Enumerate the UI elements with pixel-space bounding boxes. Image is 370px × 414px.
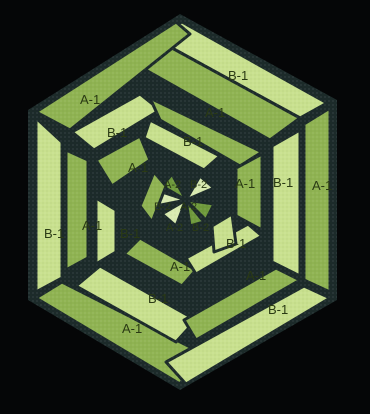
- label-b1-right: B-1: [273, 175, 293, 190]
- label-a1-right: A-1: [312, 178, 332, 193]
- label-b1-left: B-1: [44, 226, 64, 241]
- label-a1-top-left: A-1: [80, 92, 100, 107]
- label-a1-mid-left: A-1: [128, 160, 148, 175]
- label-a1-bottom-right: A-1: [246, 268, 266, 283]
- label-b1-upper-center: B-1: [183, 134, 203, 149]
- label-b1-bottom-right: B-1: [268, 302, 288, 317]
- label-b2-2: B-2: [154, 201, 171, 213]
- label-a1-right-inner: A-1: [235, 176, 255, 191]
- label-a1-left: A-1: [82, 218, 102, 233]
- label-b2-3: B-2: [192, 222, 209, 234]
- label-a2-2: A-2: [180, 201, 197, 213]
- label-b1-bottom-left: B-1: [148, 291, 168, 306]
- label-a1-top-right: A-1: [205, 105, 225, 120]
- label-a1-bottom-left: A-1: [122, 321, 142, 336]
- label-a2-1: A-2: [164, 179, 181, 191]
- label-b1-upper-left: B-1: [107, 125, 127, 140]
- label-b1-inner-left: B-1: [120, 226, 140, 241]
- label-a2-3: A-2: [166, 222, 183, 234]
- label-b1-top-right: B-1: [228, 68, 248, 83]
- label-a1-lower-center: A-1: [170, 259, 190, 274]
- label-b1-inner-right: B-1: [226, 236, 246, 251]
- label-b2-1: B-2: [190, 179, 207, 191]
